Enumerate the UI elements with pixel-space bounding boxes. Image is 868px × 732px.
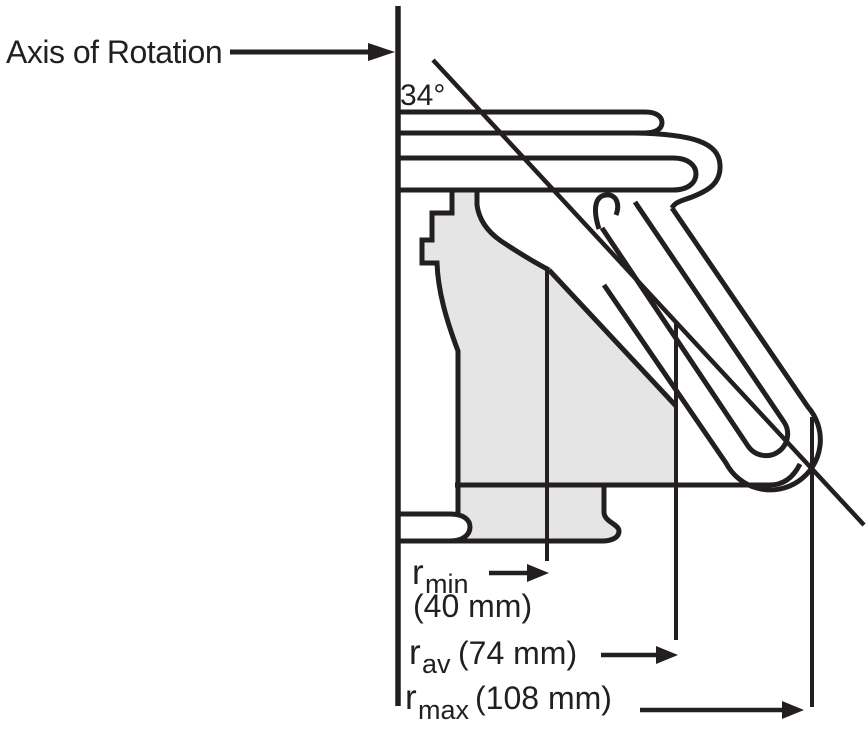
r-max-subscript: max bbox=[418, 695, 470, 725]
rotor-base-skirt-fill bbox=[458, 486, 619, 541]
rotor-bottom-edge bbox=[455, 462, 803, 488]
r-av-value: (74 mm) bbox=[458, 635, 577, 671]
r-av-arrowhead-icon bbox=[656, 646, 678, 664]
r-max-value: (108 mm) bbox=[475, 680, 612, 716]
rotor-lid-bottom-plate bbox=[398, 155, 699, 193]
angle-label: 34° bbox=[400, 79, 445, 112]
hub-slot-outline bbox=[398, 511, 473, 544]
tube-cavity-wall-edge bbox=[547, 268, 678, 408]
rotor-skirt-foot-edge bbox=[601, 486, 622, 544]
rotor-lid-top-plate bbox=[398, 109, 665, 136]
rotor-body-scoop-edge bbox=[474, 190, 551, 273]
axis-pointer-arrowhead-icon bbox=[368, 43, 395, 61]
axis-of-rotation-label: Axis of Rotation bbox=[6, 34, 222, 70]
rotor-body-left-profile bbox=[419, 190, 461, 514]
rotor-lid-lip-contour bbox=[633, 130, 723, 210]
r-av-subscript: av bbox=[422, 649, 451, 679]
r-max-arrowhead-icon bbox=[782, 701, 804, 719]
angle-reference-line bbox=[431, 58, 866, 527]
r-min-subscript: min bbox=[425, 569, 469, 599]
r-min-label: r min (40 mm) bbox=[412, 553, 532, 624]
r-av-symbol: r bbox=[409, 633, 421, 672]
r-max-symbol: r bbox=[405, 678, 417, 717]
r-min-arrowhead-icon bbox=[527, 564, 549, 582]
tube-mouth-lip bbox=[593, 192, 621, 230]
r-min-value: (40 mm) bbox=[413, 588, 532, 624]
r-av-label: r av (74 mm) bbox=[409, 633, 577, 679]
r-max-label: r max (108 mm) bbox=[405, 678, 612, 725]
r-min-symbol: r bbox=[412, 553, 424, 592]
